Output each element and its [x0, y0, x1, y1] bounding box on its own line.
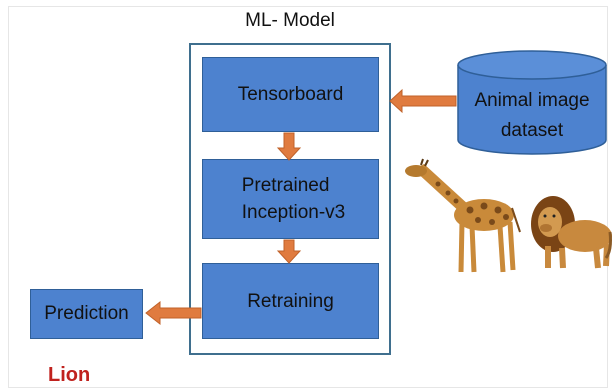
- database-icon: [457, 50, 607, 155]
- retraining-label: Retraining: [247, 290, 334, 312]
- prediction-label: Prediction: [44, 303, 129, 324]
- lion-image: [531, 196, 612, 269]
- prediction-box: Prediction: [30, 289, 143, 339]
- arrow-inception-to-retraining: [276, 239, 302, 264]
- giraffe-image: [405, 158, 521, 273]
- model-title: ML- Model: [245, 10, 335, 31]
- arrow-retraining-to-prediction: [145, 300, 202, 326]
- prediction-result: Lion: [48, 364, 91, 386]
- tensorboard-box: Tensorboard: [202, 57, 379, 132]
- inception-label-line1: Pretrained: [241, 175, 330, 196]
- inception-label-line2: Inception-v3: [241, 202, 346, 223]
- tensorboard-label: Tensorboard: [237, 84, 344, 105]
- dataset-label-line2: dataset: [500, 120, 564, 141]
- arrow-dataset-to-tensorboard: [389, 88, 457, 114]
- arrow-tensorboard-to-inception: [276, 132, 302, 161]
- dataset-label-line1: Animal image: [474, 90, 590, 111]
- retraining-box: Retraining: [202, 263, 379, 339]
- inception-box: Pretrained Inception-v3: [202, 159, 379, 239]
- dataset-label: Animal image dataset: [458, 86, 606, 146]
- diagram-frame: [8, 6, 608, 388]
